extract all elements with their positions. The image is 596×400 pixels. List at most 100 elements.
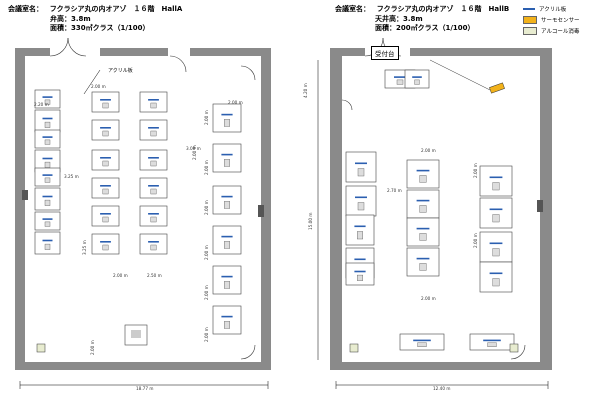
acrylic-panel-icon (412, 76, 422, 78)
desk-with-acrylic[interactable] (212, 103, 242, 133)
acrylic-panel-icon (221, 153, 233, 156)
acrylic-panel-icon (148, 99, 159, 101)
desk-with-acrylic[interactable] (345, 185, 377, 217)
acrylic-panel-icon (221, 315, 233, 318)
desk-with-acrylic[interactable] (406, 247, 440, 277)
acrylic-panel-icon (483, 339, 501, 342)
legend-item-thermo: サーモセンサー (523, 15, 593, 24)
desk-with-acrylic[interactable] (91, 233, 120, 255)
desk-with-acrylic[interactable] (91, 91, 120, 113)
desk-with-acrylic[interactable] (212, 225, 242, 255)
desk-with-acrylic[interactable] (139, 119, 168, 141)
acrylic-panel-icon (489, 272, 503, 275)
acrylic-panel-icon (416, 257, 430, 260)
acrylic-panel-icon (100, 185, 111, 187)
desk-with-acrylic[interactable] (139, 205, 168, 227)
chair-icon (357, 168, 365, 177)
desk-with-acrylic[interactable] (404, 69, 430, 89)
chair-icon (102, 160, 109, 167)
desk-with-acrylic[interactable] (479, 261, 513, 293)
chair-icon (44, 243, 51, 250)
desk-with-acrylic[interactable] (91, 149, 120, 171)
chair-icon (357, 274, 364, 281)
dimension-label: 2.00 m (228, 100, 243, 105)
alcohol-station-icon (349, 343, 359, 353)
chair-icon (417, 342, 427, 347)
hall-b-walls (330, 48, 552, 370)
alcohol-swatch-icon (523, 26, 537, 35)
hall-b-ceiling: 天井高：3.8m (375, 15, 423, 24)
desk-with-acrylic[interactable] (139, 177, 168, 199)
desk-with-acrylic[interactable] (91, 119, 120, 141)
desk-with-acrylic[interactable] (406, 189, 440, 219)
chair-icon (150, 130, 157, 137)
chair-icon (44, 177, 51, 183)
hall-a-desks[interactable] (34, 89, 242, 346)
chair-icon (419, 233, 427, 241)
dimension-label: 3.25 m (82, 240, 87, 255)
chair-icon (492, 182, 500, 191)
hall-b-width-dim: 12.40 m (335, 381, 549, 391)
desk-with-acrylic[interactable] (479, 231, 513, 263)
chair-icon (223, 119, 230, 127)
chair-icon (487, 342, 497, 347)
chair-icon (150, 160, 157, 167)
hall-b-area-text: 面積：200㎡クラス（1/100） (375, 24, 475, 32)
dimension-label: 2.00 m (204, 160, 209, 175)
desk-with-acrylic[interactable] (34, 187, 61, 211)
thermo-sensor-icon (489, 82, 505, 94)
desk-with-acrylic[interactable] (406, 217, 440, 247)
desk-with-acrylic[interactable] (469, 333, 515, 351)
acrylic-panel-icon (489, 208, 503, 211)
acrylic-panel-icon (42, 239, 53, 242)
desk-with-acrylic[interactable] (212, 265, 242, 295)
desk-with-acrylic[interactable] (139, 91, 168, 113)
desk-with-acrylic[interactable] (212, 143, 242, 173)
chair-icon (44, 139, 51, 145)
dimension-label: 2.00 m (421, 296, 436, 301)
desk-with-acrylic[interactable] (34, 211, 61, 231)
chair-icon (223, 321, 230, 329)
desk-with-acrylic[interactable] (34, 89, 61, 109)
desk-with-acrylic[interactable] (345, 214, 375, 246)
dimension-label: 2.00 m (473, 233, 478, 248)
desk-with-acrylic[interactable] (212, 185, 242, 215)
desk-with-acrylic[interactable] (139, 233, 168, 255)
chair-icon (357, 202, 365, 211)
dimension-label: 2.70 m (387, 188, 402, 193)
acrylic-panel-icon (148, 241, 159, 243)
acrylic-panel-icon (221, 113, 233, 116)
acrylic-panel-icon (148, 213, 159, 215)
desk-with-acrylic[interactable] (34, 109, 61, 133)
desk-with-acrylic[interactable] (34, 129, 61, 149)
dimension-label: 4.20 m (303, 83, 308, 98)
desk-with-acrylic[interactable] (406, 159, 440, 189)
desk-with-acrylic[interactable] (399, 333, 445, 351)
hall-b-dimensions: 4.20 m2.00 m2.70 m2.00 m2.00 m2.00 m (303, 83, 478, 301)
desk-with-acrylic[interactable] (91, 205, 120, 227)
desk-with-acrylic[interactable] (479, 165, 513, 197)
chair-icon (102, 244, 109, 251)
hall-a-dimensions: 2.20 m2.00 m3.25 m3.00 m2.00 m3.25 m2.00… (34, 84, 243, 355)
dimension-label: 2.00 m (91, 84, 106, 89)
hall-b-desks[interactable] (345, 69, 515, 351)
desk-with-acrylic[interactable] (345, 262, 375, 286)
desk-with-acrylic[interactable] (345, 151, 377, 183)
legend-label-alcohol: アルコール消毒 (541, 28, 580, 35)
desk-with-acrylic[interactable] (212, 305, 242, 335)
chair-icon (150, 102, 157, 109)
hall-b-area: 面積：200㎡クラス（1/100） (375, 24, 475, 33)
desk-with-acrylic[interactable] (91, 177, 120, 199)
dimension-label: 2.50 m (147, 273, 162, 278)
chair-icon (44, 99, 51, 105)
desk-with-acrylic[interactable] (139, 149, 168, 171)
desk-with-acrylic[interactable] (479, 197, 513, 229)
desk-with-acrylic[interactable] (34, 231, 61, 255)
acrylic-panel-icon (42, 96, 53, 98)
reception-desk-label: 受付台 (371, 46, 399, 60)
desk-with-acrylic[interactable] (34, 167, 61, 187)
dimension-label: 2.00 m (421, 148, 436, 153)
hall-b-height-label: 15.00 m (308, 213, 313, 230)
acrylic-panel-icon (100, 241, 111, 243)
chair-icon (44, 161, 51, 168)
